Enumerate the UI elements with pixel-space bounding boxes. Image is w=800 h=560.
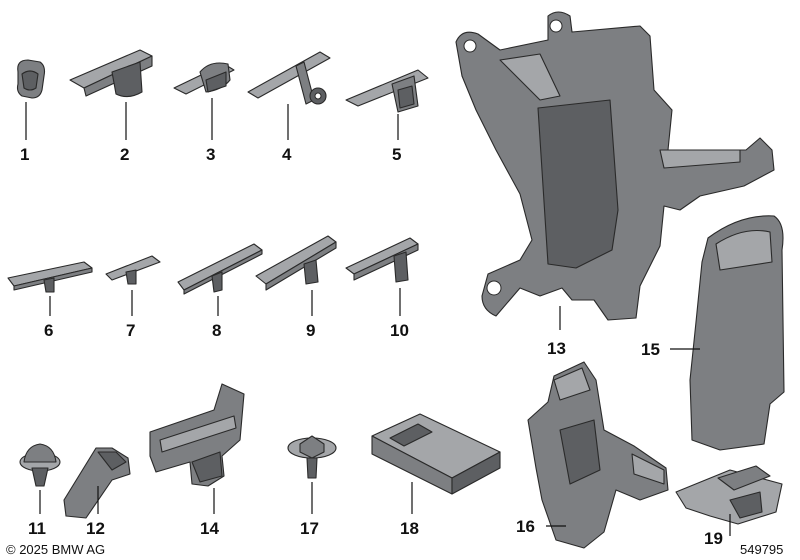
label-12: 12 — [86, 519, 105, 538]
label-4: 4 — [282, 145, 292, 164]
part-16-mounting-bracket: 16 — [516, 361, 669, 549]
part-8-cable-strip: 8 — [177, 243, 263, 340]
label-6: 6 — [44, 321, 53, 340]
part-11-push-rivet: 11 — [19, 443, 61, 538]
part-19-flat-holder: 19 — [675, 465, 783, 548]
label-7: 7 — [126, 321, 135, 340]
label-3: 3 — [206, 145, 215, 164]
label-1: 1 — [20, 145, 29, 164]
part-13-bracket: 13 — [455, 11, 775, 358]
part-14-cable-guide: 14 — [149, 383, 245, 538]
label-10: 10 — [390, 321, 409, 340]
label-15: 15 — [641, 340, 660, 359]
part-15-cover: 15 — [641, 215, 785, 451]
part-4-cable-tie-mount: 4 — [247, 51, 331, 164]
part-9-cable-strip: 9 — [255, 235, 337, 340]
part-5-clip: 5 — [345, 69, 429, 164]
copyright-text: © 2025 BMW AG — [6, 542, 105, 557]
label-11: 11 — [28, 519, 46, 538]
part-3-clip-holder: 3 — [173, 62, 235, 164]
part-10-cable-strip: 10 — [345, 237, 419, 340]
part-6-cable-strip: 6 — [7, 261, 93, 340]
label-18: 18 — [400, 519, 419, 538]
label-14: 14 — [200, 519, 219, 538]
image-number: 549795 — [740, 542, 783, 557]
label-2: 2 — [120, 145, 129, 164]
label-9: 9 — [306, 321, 315, 340]
part-1-cable-clip: 1 — [16, 59, 46, 164]
part-17-screw: 17 — [287, 435, 337, 538]
label-8: 8 — [212, 321, 221, 340]
label-19: 19 — [704, 529, 723, 548]
part-2-cable-holder: 2 — [69, 49, 153, 164]
label-5: 5 — [392, 145, 401, 164]
part-18-housing: 18 — [371, 413, 501, 538]
label-17: 17 — [300, 519, 319, 538]
label-16: 16 — [516, 517, 535, 536]
label-13: 13 — [547, 339, 566, 358]
part-12-holder: 12 — [63, 447, 131, 538]
part-7-cable-strip: 7 — [105, 255, 161, 340]
